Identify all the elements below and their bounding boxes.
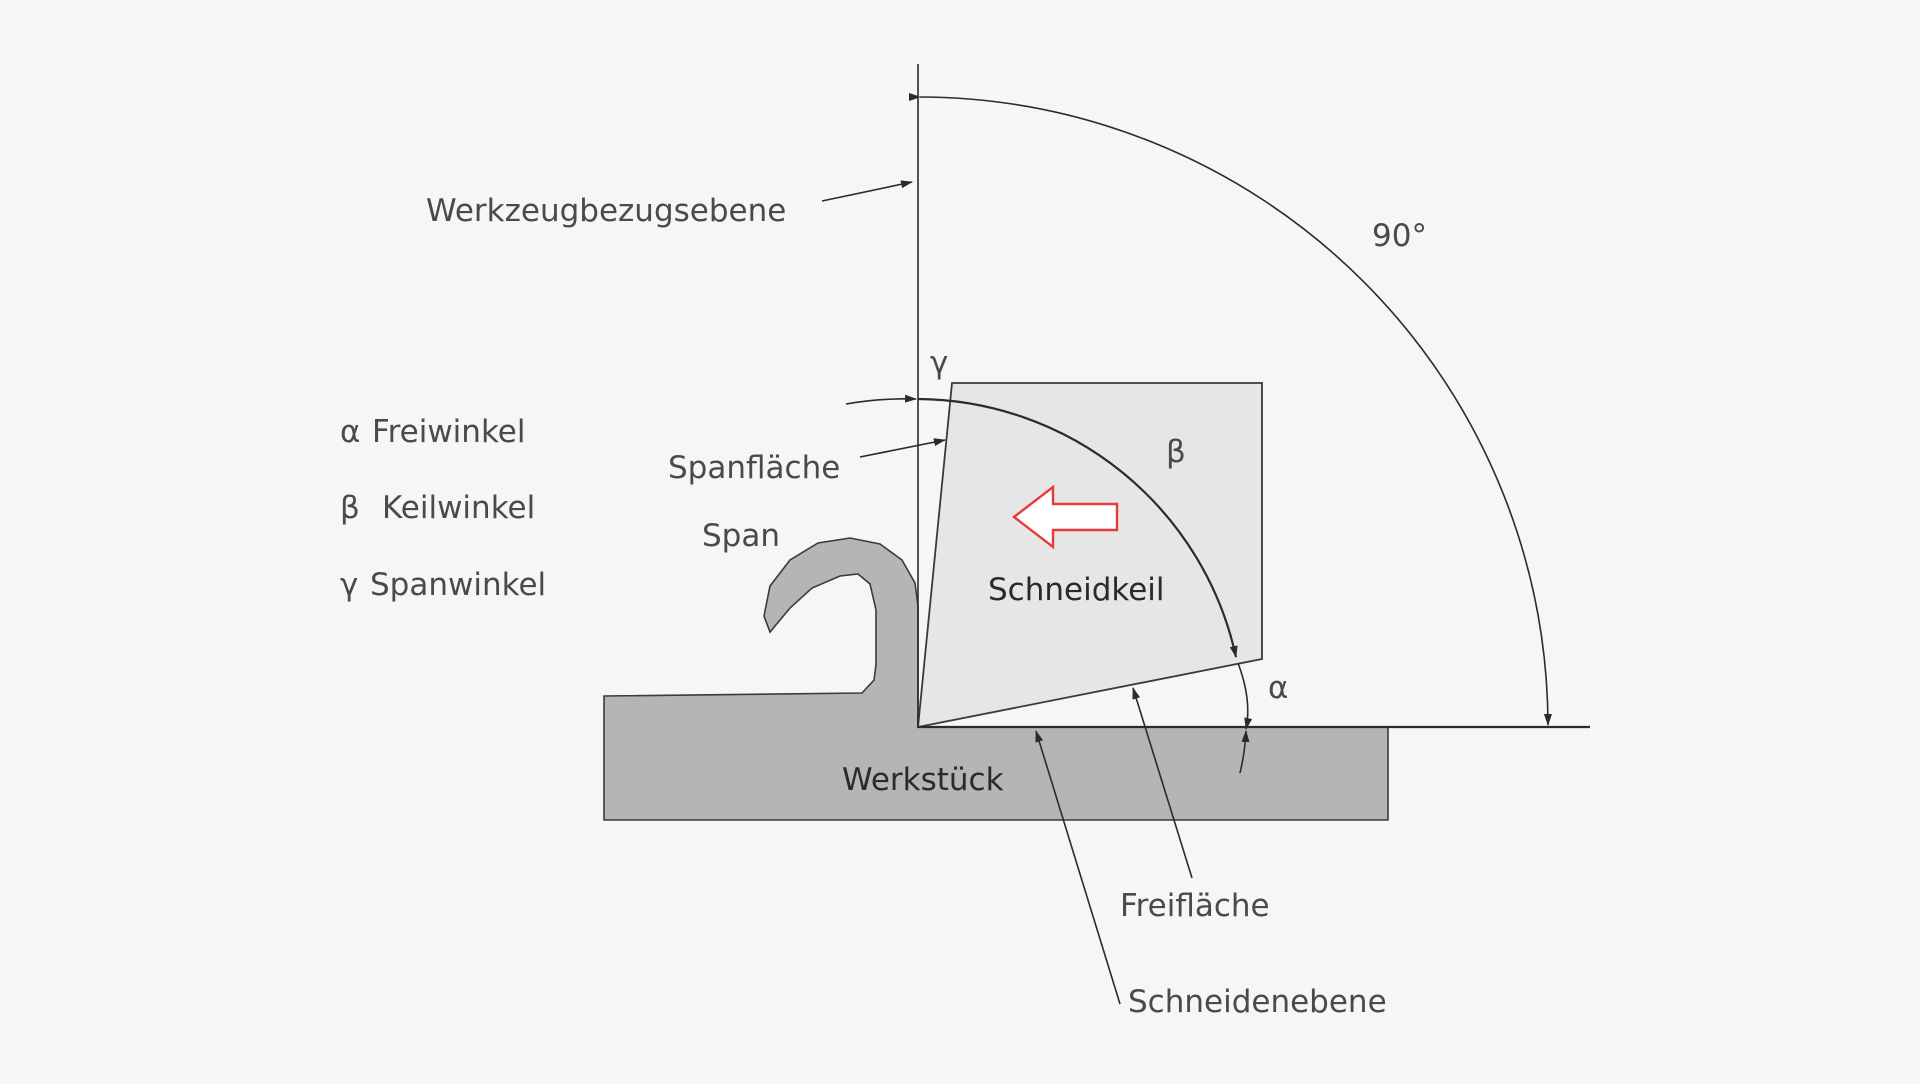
legend-name-beta: Keilwinkel xyxy=(382,490,535,526)
rake-face-label: Spanfläche xyxy=(668,450,840,486)
rake-angle-arc xyxy=(845,394,917,405)
wedge-angle-arc xyxy=(917,397,1238,658)
clearance-angle-arc xyxy=(1237,662,1253,730)
clearance-angle-symbol: α xyxy=(1268,670,1288,706)
angle-legend: α Freiwinkel β Keilwinkel γ Spanwinkel xyxy=(340,414,546,603)
cutting-plane-label: Schneidenebene xyxy=(1128,984,1387,1020)
cutting-wedge xyxy=(916,382,1263,729)
legend-symbol-alpha: α xyxy=(340,414,360,450)
reference-plane-label: Werkzeugbezugsebene xyxy=(426,193,786,229)
rake-face-leader xyxy=(859,438,946,458)
legend-name-gamma: Spanwinkel xyxy=(370,567,546,603)
clearance-angle-arc-tail xyxy=(1239,730,1250,774)
reference-plane-leader xyxy=(821,180,913,202)
right-angle-arc xyxy=(908,92,1552,726)
flank-face-label: Freifläche xyxy=(1120,888,1270,924)
wedge-label: Schneidkeil xyxy=(988,572,1165,608)
legend-symbol-beta: β xyxy=(340,490,360,526)
rake-angle-symbol: γ xyxy=(930,345,948,381)
wedge-angle-symbol: β xyxy=(1166,434,1186,470)
legend-name-alpha: Freiwinkel xyxy=(372,414,525,450)
right-angle-label: 90° xyxy=(1372,218,1427,254)
cutting-plane-leader xyxy=(1035,730,1121,1005)
flank-face-leader xyxy=(1132,687,1193,879)
workpiece-label: Werkstück xyxy=(842,762,1004,798)
chip-label: Span xyxy=(702,518,780,554)
legend-symbol-gamma: γ xyxy=(340,567,358,603)
